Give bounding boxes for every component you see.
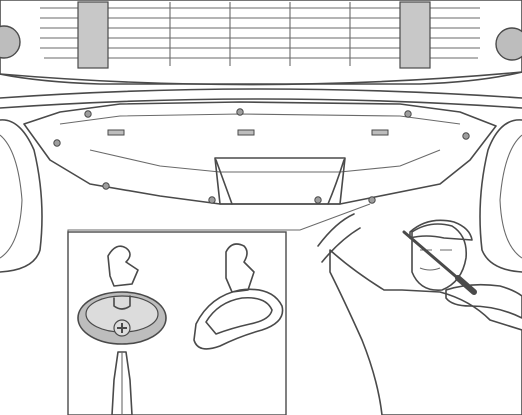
left-wheel xyxy=(0,119,43,273)
fastener-clip xyxy=(77,245,167,345)
fastener-points xyxy=(53,108,470,204)
right-wheel xyxy=(479,119,522,273)
technician xyxy=(317,213,522,415)
splash-shield xyxy=(23,101,497,205)
cross-slot-icon xyxy=(113,319,131,337)
detail-inset xyxy=(67,231,287,415)
front-bumper xyxy=(0,0,522,86)
grille xyxy=(40,1,480,69)
left-fog-lamp xyxy=(0,25,21,59)
released-fastener-clip xyxy=(193,243,284,350)
screwdriver-tip xyxy=(111,351,133,415)
car-underbody xyxy=(0,88,522,109)
pry-tool xyxy=(402,230,477,295)
right-fog-lamp xyxy=(495,27,522,61)
